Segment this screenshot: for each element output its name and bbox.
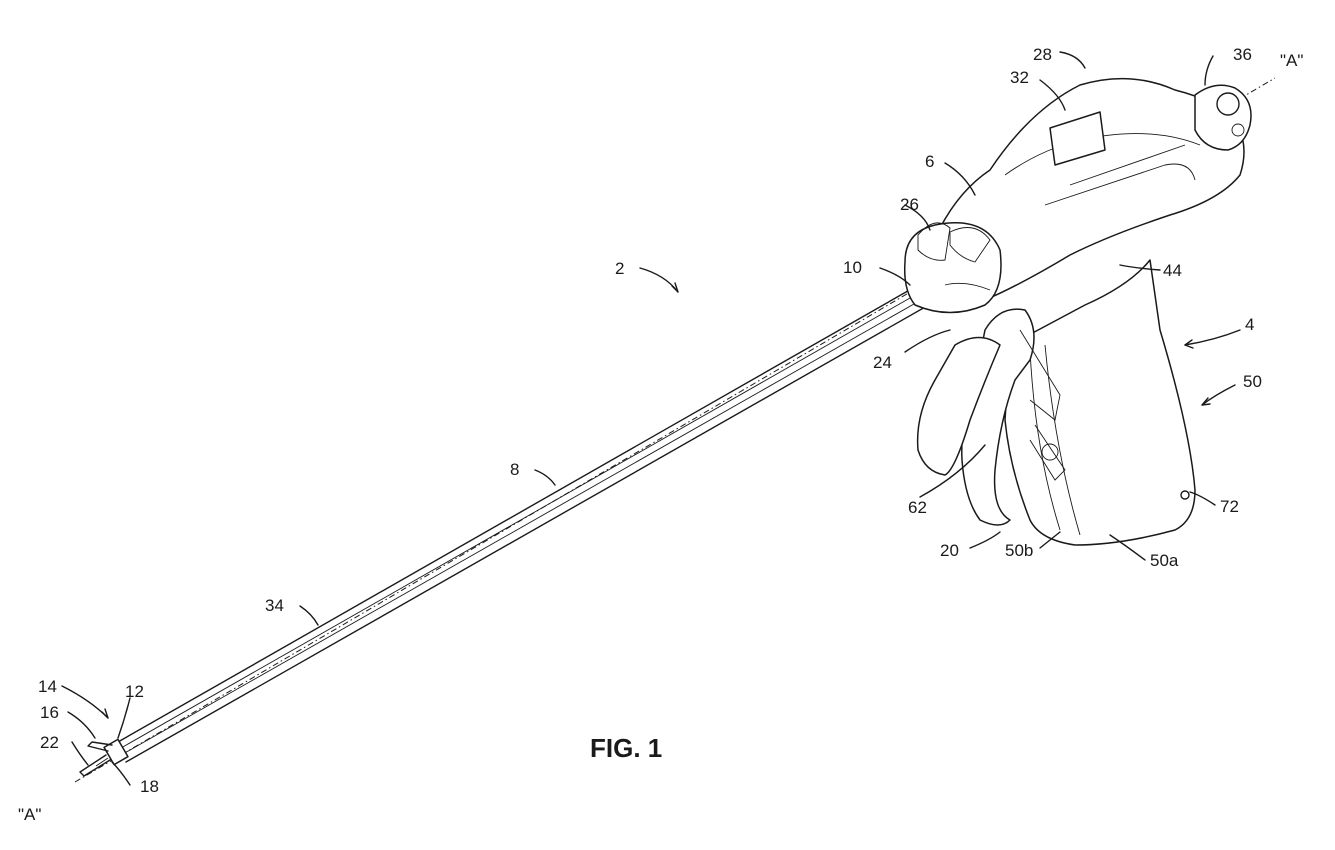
label-10: 10 <box>843 258 862 277</box>
label-8: 8 <box>510 460 519 479</box>
label-62: 62 <box>908 498 927 517</box>
axis-label-bottom: "A" <box>18 805 41 824</box>
label-12: 12 <box>125 682 144 701</box>
label-14: 14 <box>38 677 57 696</box>
figure-caption: FIG. 1 <box>590 733 662 763</box>
label-26: 26 <box>900 195 919 214</box>
label-2: 2 <box>615 259 624 278</box>
label-6: 6 <box>925 152 934 171</box>
label-16: 16 <box>40 703 59 722</box>
label-36: 36 <box>1233 45 1252 64</box>
label-34: 34 <box>265 596 284 615</box>
handle-assembly <box>905 79 1251 545</box>
label-50b: 50b <box>1005 541 1033 560</box>
label-28: 28 <box>1033 45 1052 64</box>
label-18: 18 <box>140 777 159 796</box>
end-effector <box>80 739 128 776</box>
label-72: 72 <box>1220 497 1239 516</box>
label-4: 4 <box>1245 315 1254 334</box>
label-50a: 50a <box>1150 551 1179 570</box>
label-22: 22 <box>40 733 59 752</box>
label-32: 32 <box>1010 68 1029 87</box>
label-20: 20 <box>940 541 959 560</box>
label-24: 24 <box>873 353 892 372</box>
label-50: 50 <box>1243 372 1262 391</box>
axis-label-top: "A" <box>1280 51 1303 70</box>
elongated-shaft <box>118 284 934 762</box>
label-44: 44 <box>1163 261 1182 280</box>
